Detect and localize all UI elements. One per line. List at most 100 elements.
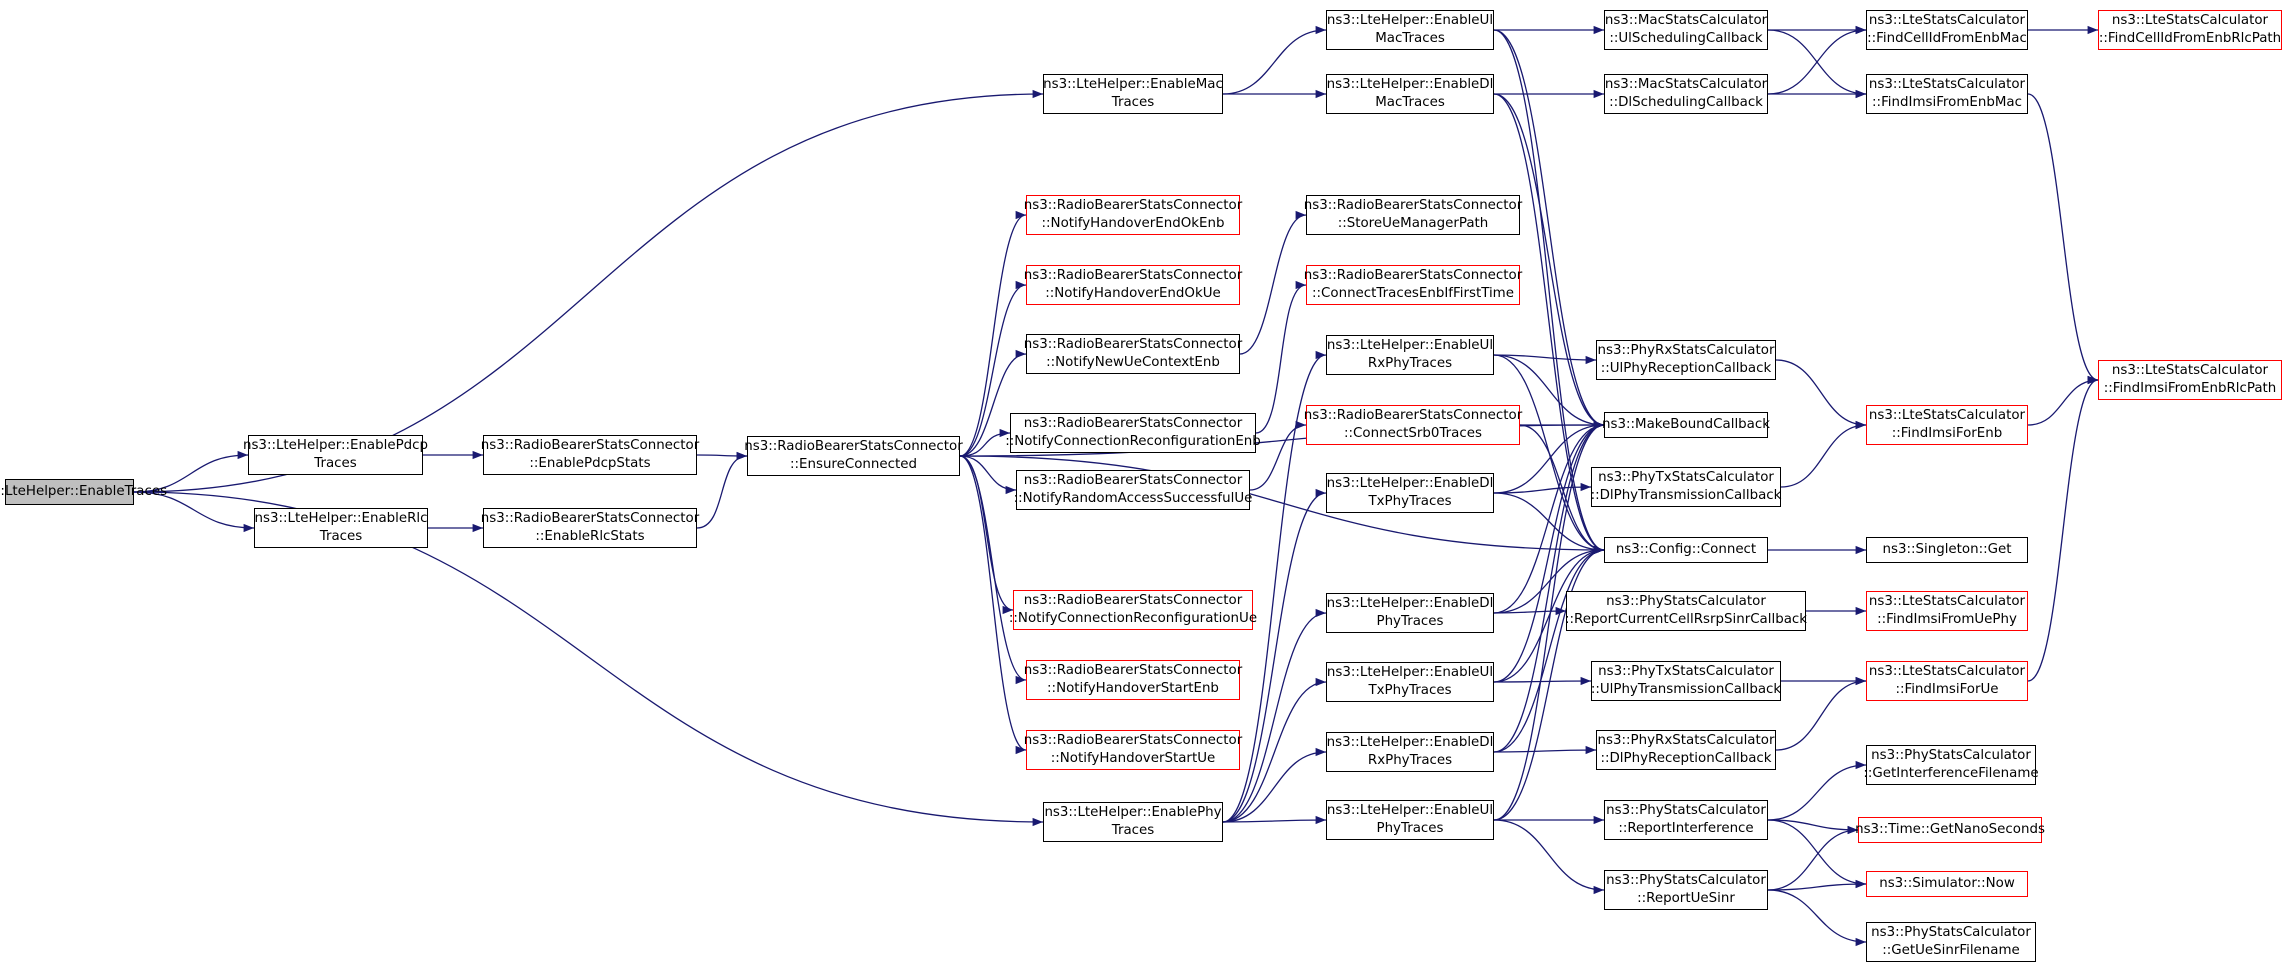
edge-rbsc-notify-ra-success-ue-to-rbsc-connect-srb0-traces	[1249, 420, 1307, 491]
node-label-line: ns3::LteHelper::EnableUl	[1326, 13, 1494, 28]
node-rbsc-notify-conn-reconf-enb[interactable]: ns3::RadioBearerStatsConnector::NotifyCo…	[1005, 413, 1261, 453]
edge-enable-traces-to-enable-rlc-traces	[133, 491, 255, 533]
node-singleton-get[interactable]: ns3::Singleton::Get	[1866, 537, 2028, 563]
edge-enable-ul-phy-traces-to-phystats-report-ue-sinr	[1493, 819, 1605, 895]
edge-rbsc-enable-pdcp-stats-to-rbsc-ensure-connected	[696, 451, 748, 461]
node-rbsc-notify-ho-end-ok-ue[interactable]: ns3::RadioBearerStatsConnector::NotifyHa…	[1024, 265, 1242, 305]
node-label-line: ns3::RadioBearerStatsConnector	[1023, 663, 1243, 678]
node-lte-find-imsi-from-enb-rlc-path[interactable]: ns3::LteStatsCalculator::FindImsiFromEnb…	[2098, 360, 2282, 400]
node-label-line: ::EnsureConnected	[790, 457, 917, 472]
node-label-line: ns3::PhyStatsCalculator	[1606, 873, 1766, 888]
edge-rbsc-enable-rlc-stats-to-rbsc-ensure-connected	[696, 451, 748, 529]
node-phystats-get-ue-sinr-filename[interactable]: ns3::PhyStatsCalculator::GetUeSinrFilena…	[1866, 922, 2036, 962]
node-label-line: ns3::LteHelper::EnableDl	[1326, 476, 1494, 491]
node-label-line: ns3::LteHelper::EnableDl	[1326, 735, 1494, 750]
node-label-line: RxPhyTraces	[1367, 356, 1453, 371]
edge-phystats-report-ue-sinr-to-simulator-now	[1767, 879, 1867, 891]
edge-enable-phy-traces-to-enable-ul-rx-phy-traces	[1222, 350, 1327, 823]
node-mac-dl-sched-cb[interactable]: ns3::MacStatsCalculator::DlSchedulingCal…	[1604, 74, 1768, 114]
node-lte-find-imsi-for-ue[interactable]: ns3::LteStatsCalculator::FindImsiForUe	[1866, 661, 2028, 701]
node-time-get-nanoseconds[interactable]: ns3::Time::GetNanoSeconds	[1855, 817, 2045, 843]
node-label-line: ::FindImsiForEnb	[1891, 426, 2003, 441]
node-label-line: ns3::LteStatsCalculator	[1868, 13, 2026, 28]
node-label-line: ::EnablePdcpStats	[529, 456, 651, 471]
node-lte-find-cellid-from-enb-mac[interactable]: ns3::LteStatsCalculator::FindCellIdFromE…	[1866, 10, 2028, 50]
node-label-line: Traces	[1111, 95, 1155, 110]
node-phystats-report-rsrp-sinr-cb[interactable]: ns3::PhyStatsCalculator::ReportCurrentCe…	[1565, 591, 1807, 631]
node-rbsc-ensure-connected[interactable]: ns3::RadioBearerStatsConnector::EnsureCo…	[744, 436, 963, 476]
node-label-line: ns3::PhyTxStatsCalculator	[1598, 664, 1774, 679]
node-label-line: ns3::PhyStatsCalculator	[1606, 803, 1766, 818]
node-label-line: ns3::RadioBearerStatsConnector	[480, 438, 700, 453]
node-phyrx-dl-reception-cb[interactable]: ns3::PhyRxStatsCalculator::DlPhyReceptio…	[1596, 730, 1776, 770]
node-phystats-report-ue-sinr[interactable]: ns3::PhyStatsCalculator::ReportUeSinr	[1604, 870, 1768, 910]
node-make-bound-callback[interactable]: ns3::MakeBoundCallback	[1602, 412, 1770, 438]
node-simulator-now[interactable]: ns3::Simulator::Now	[1866, 871, 2028, 897]
edge-phystats-report-ue-sinr-to-phystats-get-ue-sinr-filename	[1767, 889, 1867, 947]
node-rbsc-enable-rlc-stats[interactable]: ns3::RadioBearerStatsConnector::EnableRl…	[480, 508, 700, 548]
node-label-line: ::FindCellIdFromEnbMac	[1867, 31, 2027, 46]
node-label-line: ns3::Config::Connect	[1615, 542, 1757, 557]
node-phytx-dl-transmission-cb[interactable]: ns3::PhyTxStatsCalculator::DlPhyTransmis…	[1591, 467, 1781, 507]
edge-phytx-dl-transmission-cb-to-lte-find-imsi-for-enb	[1780, 420, 1867, 488]
node-enable-traces[interactable]: ns3::LteHelper::EnableTraces	[0, 479, 167, 505]
node-label-line: ns3::LteStatsCalculator	[2111, 363, 2269, 378]
node-rbsc-connect-srb0-traces[interactable]: ns3::RadioBearerStatsConnector::ConnectS…	[1304, 405, 1522, 445]
node-rbsc-notify-ra-success-ue[interactable]: ns3::RadioBearerStatsConnector::NotifyRa…	[1014, 470, 1252, 510]
node-lte-find-cellid-from-enb-rlc-path[interactable]: ns3::LteStatsCalculator::FindCellIdFromE…	[2098, 10, 2282, 50]
node-label-line: ::DlPhyTransmissionCallback	[1590, 488, 1782, 503]
node-label-line: ns3::RadioBearerStatsConnector	[1303, 268, 1523, 283]
node-rbsc-notify-new-ue-ctx-enb[interactable]: ns3::RadioBearerStatsConnector::NotifyNe…	[1024, 334, 1242, 374]
node-label-line: ::NotifyHandoverStartEnb	[1047, 681, 1219, 696]
node-label-line: ns3::LteStatsCalculator	[2111, 13, 2269, 28]
node-label-line: ns3::RadioBearerStatsConnector	[480, 511, 700, 526]
node-label-line: ns3::LteHelper::EnableMac	[1043, 77, 1223, 92]
edge-rbsc-ensure-connected-to-rbsc-notify-ho-end-ok-enb	[959, 210, 1027, 457]
node-rbsc-store-ue-manager-path[interactable]: ns3::RadioBearerStatsConnector::StoreUeM…	[1304, 195, 1522, 235]
node-label-line: RxPhyTraces	[1367, 753, 1453, 768]
node-phystats-get-interference-filename[interactable]: ns3::PhyStatsCalculator::GetInterference…	[1863, 745, 2039, 785]
node-label-line: ::NotifyConnectionReconfigurationEnb	[1005, 434, 1261, 449]
node-label-line: ns3::RadioBearerStatsConnector	[1023, 733, 1243, 748]
edge-rbsc-ensure-connected-to-rbsc-notify-new-ue-ctx-enb	[959, 349, 1027, 457]
node-label-line: MacTraces	[1375, 95, 1445, 110]
node-rbsc-notify-ho-start-ue[interactable]: ns3::RadioBearerStatsConnector::NotifyHa…	[1023, 730, 1243, 770]
node-config-connect[interactable]: ns3::Config::Connect	[1604, 537, 1768, 563]
node-lte-find-imsi-for-enb[interactable]: ns3::LteStatsCalculator::FindImsiForEnb	[1866, 405, 2028, 445]
node-phytx-ul-transmission-cb[interactable]: ns3::PhyTxStatsCalculator::UlPhyTransmis…	[1591, 661, 1781, 701]
node-label-line: ns3::LteStatsCalculator	[1868, 77, 2026, 92]
node-rbsc-notify-ho-end-ok-enb[interactable]: ns3::RadioBearerStatsConnector::NotifyHa…	[1024, 195, 1242, 235]
node-label-line: ns3::PhyStatsCalculator	[1871, 925, 2031, 940]
edge-rbsc-ensure-connected-to-rbsc-notify-ra-success-ue	[959, 455, 1017, 495]
node-rbsc-notify-conn-reconf-ue[interactable]: ns3::RadioBearerStatsConnector::NotifyCo…	[1009, 590, 1257, 630]
node-label-line: ns3::RadioBearerStatsConnector	[1023, 416, 1243, 431]
node-phystats-report-interference[interactable]: ns3::PhyStatsCalculator::ReportInterfere…	[1604, 800, 1768, 840]
node-rbsc-connect-traces-enb-if-first[interactable]: ns3::RadioBearerStatsConnector::ConnectT…	[1303, 265, 1523, 305]
node-lte-find-imsi-from-ue-phy[interactable]: ns3::LteStatsCalculator::FindImsiFromUeP…	[1866, 591, 2028, 631]
edge-enable-phy-traces-to-enable-dl-phy-traces	[1222, 608, 1327, 823]
node-label-line: ::FindImsiForUe	[1895, 682, 1999, 697]
edge-enable-traces-to-enable-mac-traces	[133, 89, 1044, 493]
node-phyrx-ul-reception-cb[interactable]: ns3::PhyRxStatsCalculator::UlPhyReceptio…	[1596, 340, 1776, 380]
node-rbsc-notify-ho-start-enb[interactable]: ns3::RadioBearerStatsConnector::NotifyHa…	[1023, 660, 1243, 700]
edge-enable-phy-traces-to-enable-ul-tx-phy-traces	[1222, 677, 1327, 823]
node-mac-ul-sched-cb[interactable]: ns3::MacStatsCalculator::UlSchedulingCal…	[1604, 10, 1768, 50]
node-label-line: ns3::LteHelper::EnableRlc	[254, 511, 428, 526]
node-rbsc-enable-pdcp-stats[interactable]: ns3::RadioBearerStatsConnector::EnablePd…	[480, 435, 700, 475]
node-lte-find-imsi-from-enb-mac[interactable]: ns3::LteStatsCalculator::FindImsiFromEnb…	[1866, 74, 2028, 114]
edge-enable-ul-mac-traces-to-config-connect	[1493, 29, 1605, 555]
node-label-line: ns3::PhyRxStatsCalculator	[1597, 733, 1775, 748]
